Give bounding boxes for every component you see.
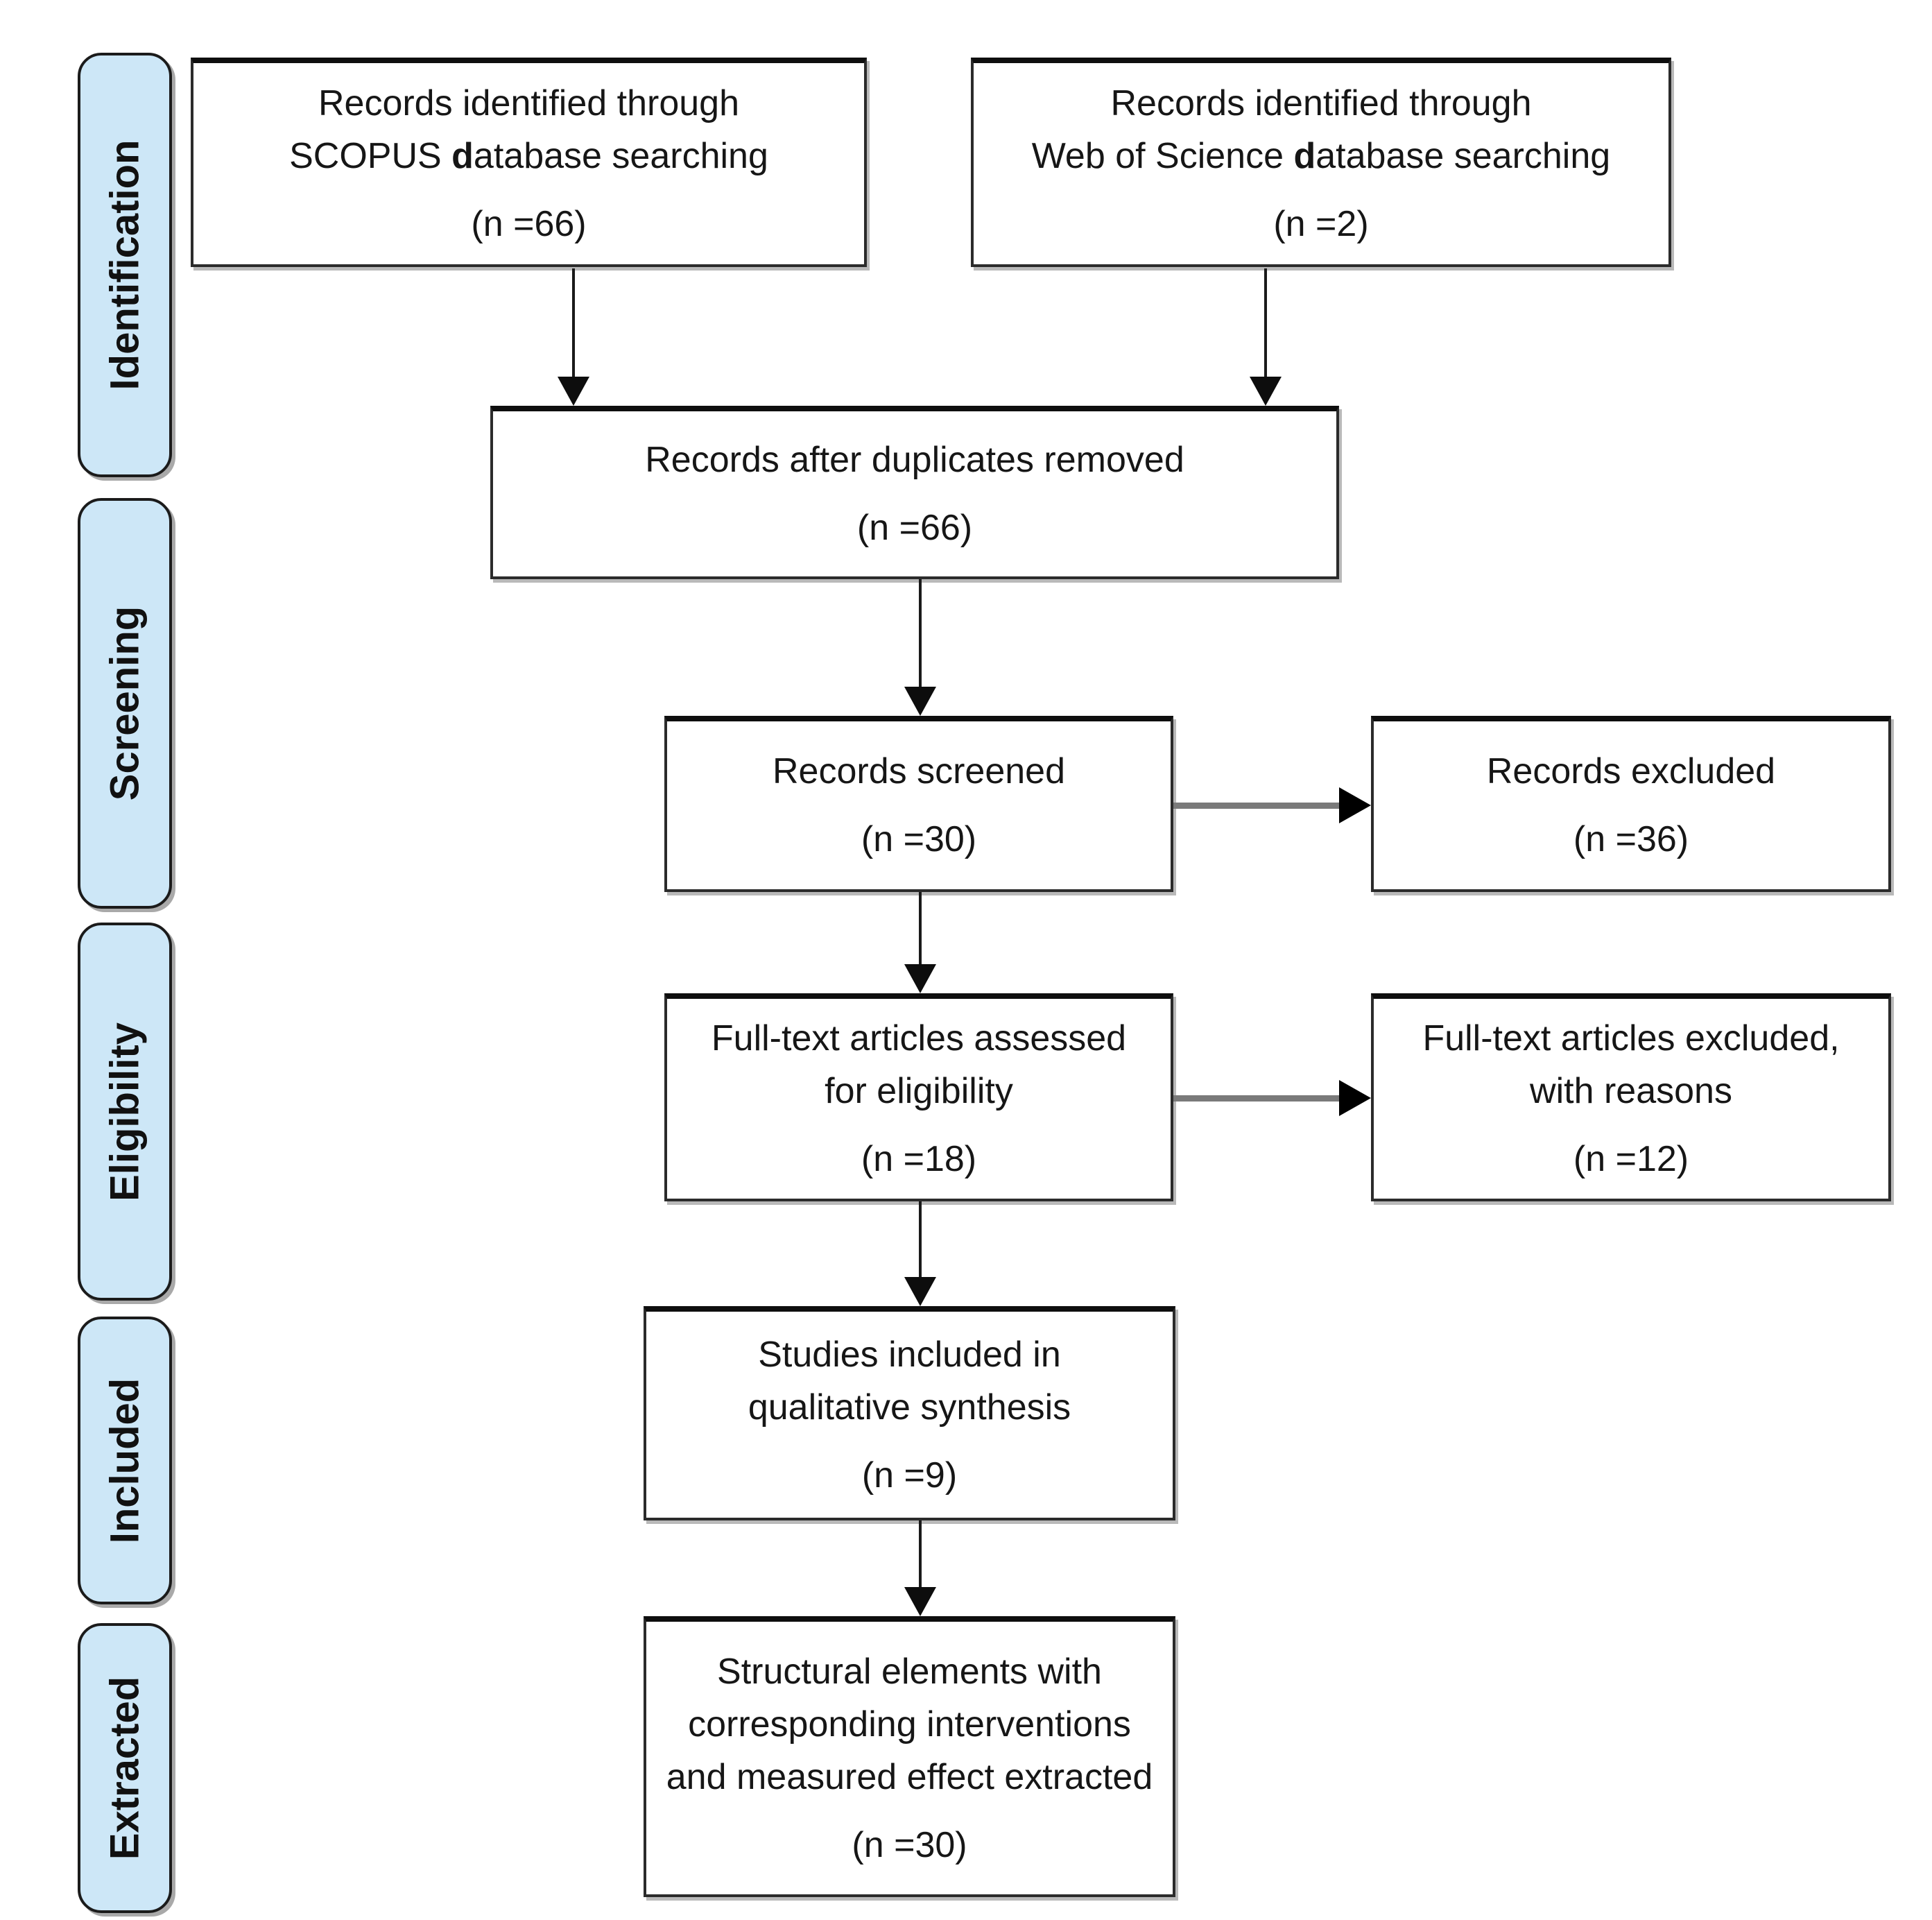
box-records-scopus: Records identified through SCOPUS databa…	[191, 58, 867, 267]
box-count: (n =2)	[1273, 204, 1369, 244]
stage-identification-label: Identification	[102, 139, 148, 391]
box-count: (n =66)	[471, 204, 587, 244]
arrow-fulltext-to-synthesis-line	[919, 1201, 922, 1277]
stage-extracted: Extracted	[78, 1623, 172, 1913]
box-count: (n =12)	[1573, 1139, 1689, 1179]
stage-included-label: Included	[102, 1378, 148, 1543]
box-duplicates-removed: Records after duplicates removed (n =66)	[490, 406, 1339, 579]
arrow-duplicates-to-screened-line	[919, 579, 922, 687]
arrow-synthesis-to-extracted-head-icon	[904, 1587, 936, 1616]
box-text-line: Web of Science database searching	[1031, 136, 1611, 176]
box-records-web-of-science: Records identified through Web of Scienc…	[971, 58, 1671, 267]
arrow-duplicates-to-screened-head-icon	[904, 687, 936, 716]
arrow-scopus-to-duplicates-head-icon	[558, 377, 589, 406]
box-text-line: Records screened	[773, 751, 1065, 791]
arrow-screened-to-excluded-head-icon	[1339, 787, 1371, 823]
arrow-wos-to-duplicates-head-icon	[1250, 377, 1282, 406]
box-text-line: qualitative synthesis	[748, 1387, 1071, 1428]
box-records-screened: Records screened (n =30)	[664, 716, 1173, 892]
box-text-line: Records identified through	[318, 83, 740, 123]
box-fulltext-assessed: Full-text articles assessed for eligibil…	[664, 993, 1173, 1201]
arrow-wos-to-duplicates-line	[1264, 268, 1267, 377]
box-count: (n =66)	[856, 508, 973, 548]
box-text-line: Records excluded	[1486, 751, 1776, 791]
box-text-line: Full-text articles excluded,	[1422, 1018, 1840, 1058]
box-text-line: with reasons	[1530, 1071, 1732, 1111]
stage-screening-label: Screening	[102, 606, 148, 801]
box-elements-extracted: Structural elements with corresponding i…	[644, 1616, 1175, 1897]
stage-included: Included	[78, 1317, 172, 1604]
arrow-synthesis-to-extracted-line	[919, 1520, 922, 1587]
box-text-line: SCOPUS database searching	[289, 136, 768, 176]
box-text-line: Records identified through	[1110, 83, 1532, 123]
box-text-line: Structural elements with	[717, 1651, 1102, 1692]
arrow-screened-to-excluded-line	[1173, 803, 1339, 809]
arrow-scopus-to-duplicates-line	[572, 268, 575, 377]
arrow-fulltext-to-synthesis-head-icon	[904, 1277, 936, 1306]
box-count: (n =30)	[852, 1824, 967, 1865]
box-text-line: and measured effect extracted	[666, 1756, 1153, 1797]
box-count: (n =18)	[861, 1139, 977, 1179]
stage-extracted-label: Extracted	[102, 1676, 148, 1860]
box-count: (n =30)	[861, 819, 977, 859]
stage-eligibility-label: Eligibility	[102, 1022, 148, 1201]
box-qualitative-synthesis: Studies included in qualitative synthesi…	[644, 1306, 1175, 1520]
box-text-line: for eligibility	[825, 1071, 1013, 1111]
arrow-fulltext-to-ftexcluded-head-icon	[1339, 1080, 1371, 1116]
box-count: (n =36)	[1573, 819, 1689, 859]
box-text-line: corresponding interventions	[688, 1704, 1131, 1745]
box-fulltext-excluded: Full-text articles excluded, with reason…	[1371, 993, 1891, 1201]
stage-identification: Identification	[78, 53, 172, 477]
arrow-screened-to-fulltext-head-icon	[904, 964, 936, 993]
box-records-excluded: Records excluded (n =36)	[1371, 716, 1891, 892]
box-text-line: Records after duplicates removed	[645, 440, 1184, 480]
stage-eligibility: Eligibility	[78, 923, 172, 1301]
arrow-fulltext-to-ftexcluded-line	[1173, 1095, 1339, 1102]
arrow-screened-to-fulltext-line	[919, 892, 922, 964]
box-text-line: Studies included in	[758, 1334, 1061, 1375]
stage-screening: Screening	[78, 498, 172, 909]
box-count: (n =9)	[861, 1455, 958, 1495]
box-text-line: Full-text articles assessed	[711, 1018, 1127, 1058]
